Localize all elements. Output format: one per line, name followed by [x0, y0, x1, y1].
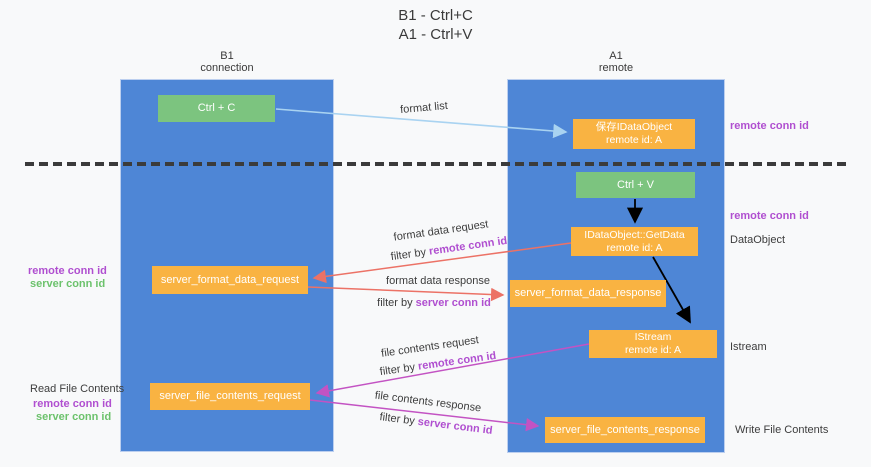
istream-box-line2: remote id: A [624, 344, 682, 356]
diagram-title-line1: B1 - Ctrl+C [398, 7, 473, 24]
lane-header-a1-role: remote [598, 62, 634, 74]
filter-by-text: filter by [379, 360, 419, 379]
remote-conn-id-label-left-mid: remote conn id [28, 265, 107, 277]
ctrl-c-box: Ctrl + C [158, 95, 275, 122]
server-conn-id-text: server conn id [415, 297, 491, 309]
filter-by-server-conn-id-label-1: filter by server conn id [377, 297, 491, 309]
read-file-contents-label: Read File Contents [30, 383, 125, 395]
server-format-data-request-label: server_format_data_request [160, 273, 300, 286]
remote-conn-id-label-left-bottom: remote conn id [33, 398, 112, 410]
filter-by-server-conn-id-label-2: filter by server conn id [379, 411, 493, 437]
server-file-contents-request-box: server_file_contents_request [150, 383, 310, 410]
ctrl-v-box: Ctrl + V [576, 172, 695, 198]
idataobject-getdata-line2: remote id: A [606, 241, 663, 254]
lane-header-b1: B1 connection [120, 50, 334, 74]
idataobject-getdata-box: IDataObject::GetData remote id: A [571, 227, 698, 256]
server-conn-id-label-left-mid: server conn id [30, 278, 106, 290]
filter-by-text: filter by [377, 297, 416, 309]
lane-header-a1: A1 remote [507, 50, 725, 74]
remote-conn-id-label-right-top: remote conn id [730, 120, 809, 132]
remote-conn-id-label-right-mid: remote conn id [730, 210, 809, 222]
istream-label: Istream [730, 341, 767, 353]
filter-by-text: filter by [378, 411, 419, 428]
filter-by-text: filter by [390, 245, 430, 264]
format-data-response-label: format data response [386, 275, 490, 287]
server-file-contents-response-label: server_file_contents_response [550, 423, 700, 436]
dataobject-label: DataObject [730, 234, 786, 246]
save-idataobject-line2: remote id: A [605, 134, 663, 146]
save-idataobject-box: 保存IDataObject remote id: A [573, 119, 695, 149]
server-format-data-response-box: server_format_data_response [510, 280, 666, 307]
write-file-contents-label: Write File Contents [735, 424, 829, 436]
server-format-data-request-box: server_format_data_request [152, 266, 308, 294]
server-file-contents-response-box: server_file_contents_response [545, 417, 705, 443]
remote-conn-id-text: remote conn id [428, 234, 508, 258]
format-list-label: format list [399, 99, 449, 117]
server-conn-id-text: server conn id [417, 415, 494, 437]
session-divider-dashed-line [25, 162, 847, 166]
server-conn-id-label-left-bottom: server conn id [36, 411, 112, 423]
save-idataobject-line1: 保存IDataObject [595, 121, 673, 133]
istream-box: IStream remote id: A [589, 330, 717, 358]
server-file-contents-request-label: server_file_contents_request [159, 390, 301, 402]
idataobject-getdata-line1: IDataObject::GetData [584, 228, 685, 241]
diagram-title-line2: A1 - Ctrl+V [398, 26, 473, 43]
server-format-data-response-label: server_format_data_response [514, 287, 662, 299]
lane-header-b1-role: connection [200, 62, 254, 74]
diagram-title: B1 - Ctrl+C A1 - Ctrl+V [0, 6, 871, 44]
remote-conn-id-text: remote conn id [417, 349, 497, 373]
file-contents-response-label: file contents response [374, 389, 482, 415]
lane-header-b1-name: B1 [220, 50, 234, 62]
lane-header-a1-name: A1 [609, 50, 623, 62]
ctrl-c-label: Ctrl + C [197, 102, 236, 114]
istream-box-line1: IStream [634, 331, 672, 343]
format-data-response-arrow [307, 286, 505, 302]
ctrl-v-label: Ctrl + V [617, 178, 654, 191]
